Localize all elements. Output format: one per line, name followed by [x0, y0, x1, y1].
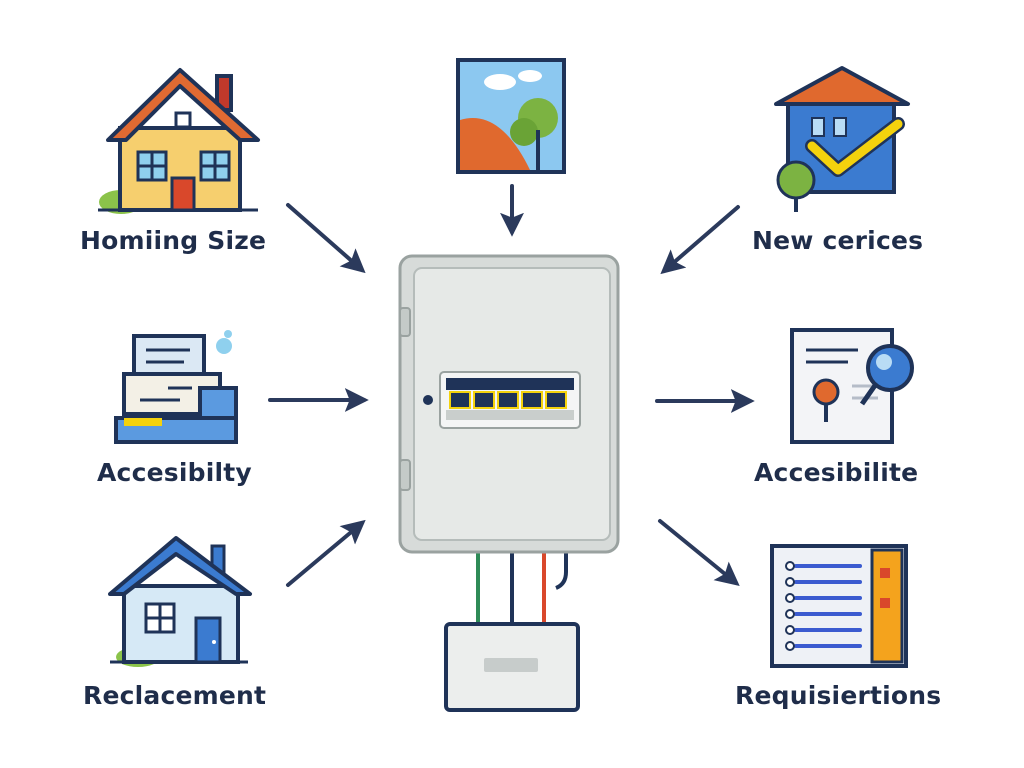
arrow-top-left-to-panel — [286, 203, 366, 274]
label-bottom-left: Reclacement — [83, 681, 267, 710]
arrows — [268, 184, 755, 587]
checklist-document-icon — [770, 544, 908, 668]
house-checkmark-icon — [774, 66, 910, 212]
label-bottom-right: Requisiertions — [735, 681, 942, 710]
label-middle-left: Accesibilty — [97, 458, 252, 487]
label-top-right: New cerices — [752, 226, 924, 255]
arrow-panel-to-bottom-right — [658, 519, 740, 587]
junction-box-icon — [444, 622, 580, 712]
printer-document-icon — [114, 330, 238, 444]
arrow-bottom-left-to-panel — [286, 519, 366, 587]
house-icon — [98, 68, 260, 214]
house-icon — [108, 536, 252, 667]
label-top-left: Homiing Size — [80, 226, 267, 255]
landscape-picture-icon — [456, 58, 566, 174]
arrow-top-right-to-panel — [660, 205, 740, 275]
label-middle-right: Accesibilite — [754, 458, 919, 487]
document-magnifier-icon — [790, 328, 914, 444]
electrical-panel-icon — [398, 254, 620, 628]
